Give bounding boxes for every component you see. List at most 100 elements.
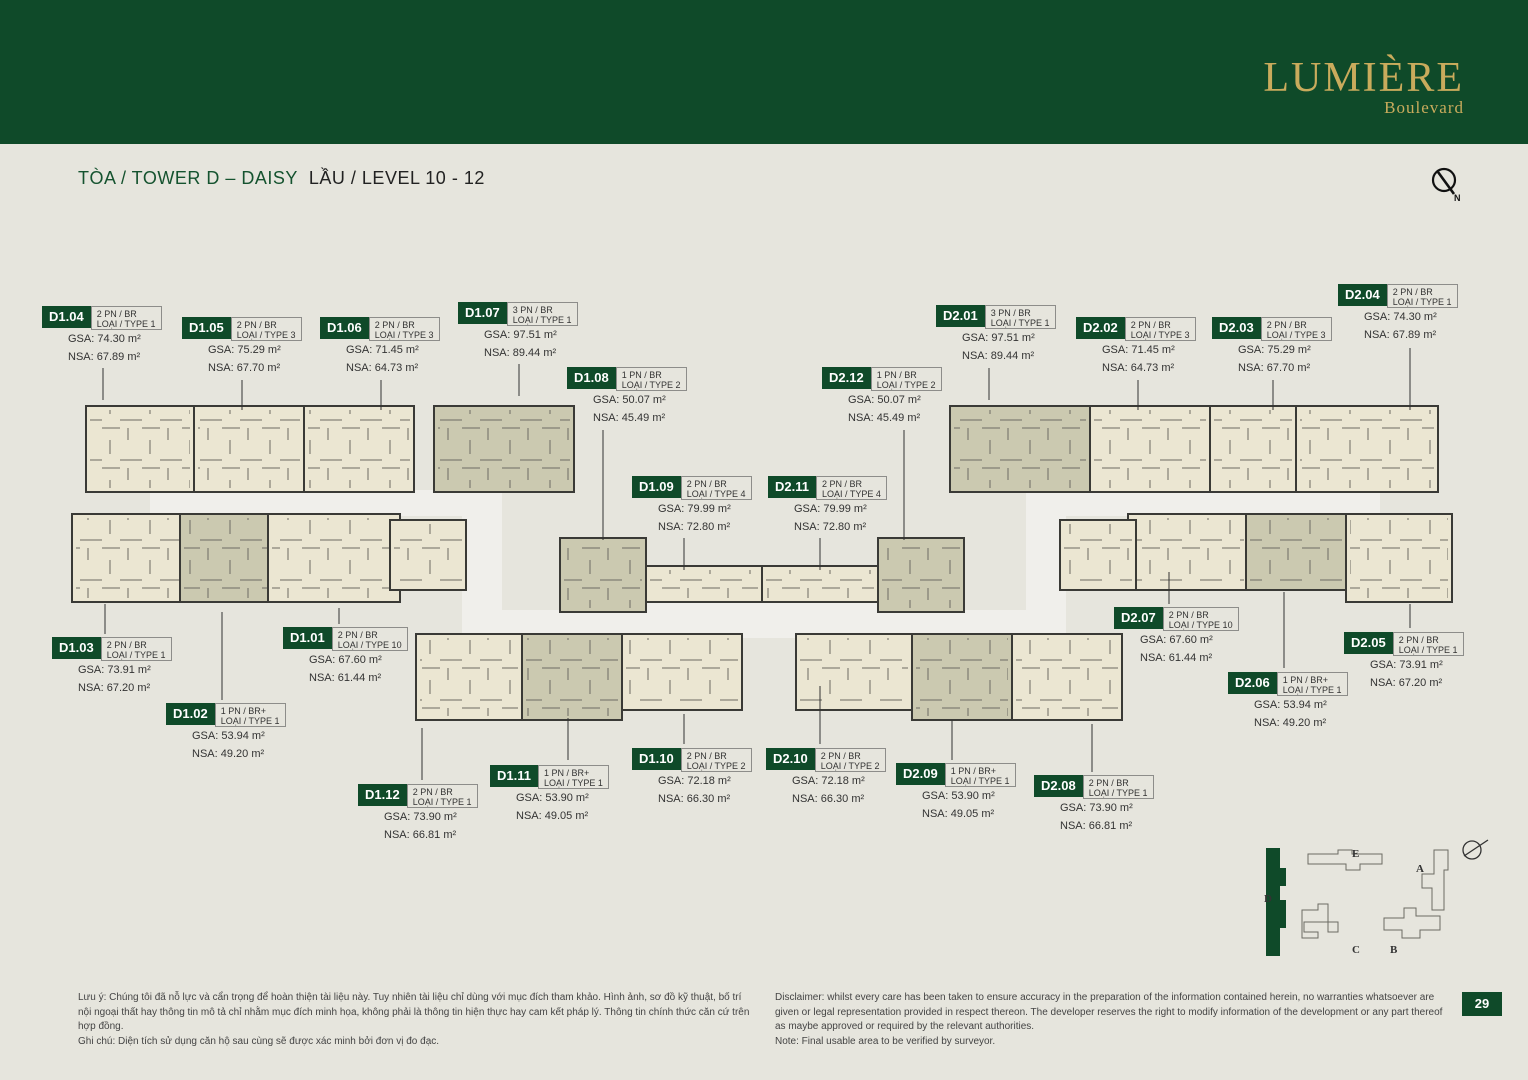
unit-nsa: NSA: 66.30 m² xyxy=(658,793,731,805)
unit-nsa: NSA: 67.70 m² xyxy=(208,362,281,374)
unit-walls xyxy=(564,542,642,608)
unit-gsa: GSA: 97.51 m² xyxy=(484,329,557,341)
unit-type-box: 1 PN / BR+LOẠI / TYPE 1 xyxy=(1276,672,1348,696)
unit-gsa: GSA: 75.29 m² xyxy=(1238,344,1311,356)
unit-type: LOẠI / TYPE 3 xyxy=(374,330,434,340)
unit-rooms: 2 PN / BR xyxy=(1266,320,1307,330)
unit-code: D2.10 xyxy=(766,748,815,770)
brand-name: LUMIÈRE xyxy=(1263,55,1464,101)
unit-walls xyxy=(272,518,396,598)
key-map: E A D C B xyxy=(1264,839,1489,956)
note-en-area: Note: Final usable area to be verified b… xyxy=(775,1035,996,1047)
unit-rooms: 2 PN / BR xyxy=(1392,287,1433,297)
notes-en: Disclaimer: whilst every care has been t… xyxy=(775,991,1453,1049)
unit-code: D1.08 xyxy=(567,367,616,389)
unit-rooms: 2 PN / BR xyxy=(106,640,147,650)
unit-nsa: NSA: 67.20 m² xyxy=(78,682,151,694)
unit-type: LOẠI / TYPE 1 xyxy=(512,315,572,325)
unit-walls xyxy=(1350,518,1448,598)
unit-type: LOẠI / TYPE 1 xyxy=(1398,645,1458,655)
unit-walls xyxy=(184,518,268,598)
notes-vn: Lưu ý: Chúng tôi đã nỗ lực và cẩn trọng … xyxy=(78,991,754,1049)
unit-rooms: 2 PN / BR xyxy=(96,309,137,319)
unit-gsa: GSA: 73.90 m² xyxy=(384,811,457,823)
unit-nsa: NSA: 45.49 m² xyxy=(593,412,666,424)
unit-code: D2.05 xyxy=(1344,632,1393,654)
unit-code: D2.03 xyxy=(1212,317,1261,339)
unit-nsa: NSA: 66.30 m² xyxy=(792,793,865,805)
unit-nsa: NSA: 61.44 m² xyxy=(1140,652,1213,664)
unit-gsa: GSA: 71.45 m² xyxy=(346,344,419,356)
unit-nsa: NSA: 67.20 m² xyxy=(1370,677,1443,689)
key-map-b: B xyxy=(1390,944,1398,956)
unit-code: D2.09 xyxy=(896,763,945,785)
unit-walls xyxy=(76,518,180,598)
unit-type: LOẠI / TYPE 3 xyxy=(1130,330,1190,340)
unit-area: GSA: 50.07 m² NSA: 45.49 m² xyxy=(593,391,666,427)
unit-type: LOẠI / TYPE 1 xyxy=(106,650,166,660)
unit-gsa: GSA: 50.07 m² xyxy=(848,394,921,406)
unit-code: D1.09 xyxy=(632,476,681,498)
unit-gsa: GSA: 72.18 m² xyxy=(792,775,865,787)
unit-nsa: NSA: 67.89 m² xyxy=(1364,329,1437,341)
unit-code: D1.03 xyxy=(52,637,101,659)
unit-walls xyxy=(916,638,1008,716)
unit-walls xyxy=(800,638,908,706)
unit-rooms: 2 PN / BR xyxy=(1130,320,1171,330)
unit-code: D2.01 xyxy=(936,305,985,327)
unit-nsa: NSA: 89.44 m² xyxy=(962,350,1035,362)
unit-type: LOẠI / TYPE 2 xyxy=(876,380,936,390)
unit-rooms: 2 PN / BR xyxy=(821,479,862,489)
compass-icon: N xyxy=(1431,167,1461,203)
note-vn-disclaimer: Lưu ý: Chúng tôi đã nỗ lực và cẩn trọng … xyxy=(78,992,750,1032)
unit-area: GSA: 75.29 m² NSA: 67.70 m² xyxy=(208,341,281,377)
unit-rooms: 1 PN / BR+ xyxy=(220,706,266,716)
unit-gsa: GSA: 50.07 m² xyxy=(593,394,666,406)
unit-type: LOẠI / TYPE 2 xyxy=(621,380,681,390)
page-title-level: LẦU / LEVEL 10 - 12 xyxy=(308,168,485,188)
brand-logo: LUMIÈRE Boulevard xyxy=(1263,55,1464,118)
unit-nsa: NSA: 45.49 m² xyxy=(848,412,921,424)
unit-code: D2.06 xyxy=(1228,672,1277,694)
unit-walls xyxy=(1300,410,1434,488)
unit-nsa: NSA: 49.05 m² xyxy=(922,808,995,820)
unit-gsa: GSA: 74.30 m² xyxy=(68,333,141,345)
unit-walls xyxy=(1016,638,1118,716)
unit-nsa: NSA: 89.44 m² xyxy=(484,347,557,359)
unit-walls xyxy=(650,570,758,598)
unit-code: D1.10 xyxy=(632,748,681,770)
unit-type-box: 1 PN / BR+LOẠI / TYPE 1 xyxy=(214,703,286,727)
unit-walls xyxy=(1250,518,1342,586)
unit-rooms: 3 PN / BR xyxy=(512,305,553,315)
unit-code: D2.08 xyxy=(1034,775,1083,797)
key-map-c: C xyxy=(1352,944,1360,956)
brand-sub: Boulevard xyxy=(1384,98,1464,117)
unit-gsa: GSA: 75.29 m² xyxy=(208,344,281,356)
unit-walls xyxy=(882,542,960,608)
unit-rooms: 2 PN / BR xyxy=(412,787,453,797)
unit-type: LOẠI / TYPE 4 xyxy=(686,489,746,499)
unit-code: D2.07 xyxy=(1114,607,1163,629)
unit-rooms: 3 PN / BR xyxy=(990,308,1031,318)
unit-type: LOẠI / TYPE 1 xyxy=(1282,685,1342,695)
unit-nsa: NSA: 49.20 m² xyxy=(192,748,265,760)
unit-nsa: NSA: 61.44 m² xyxy=(309,672,382,684)
unit-type: LOẠI / TYPE 1 xyxy=(950,776,1010,786)
